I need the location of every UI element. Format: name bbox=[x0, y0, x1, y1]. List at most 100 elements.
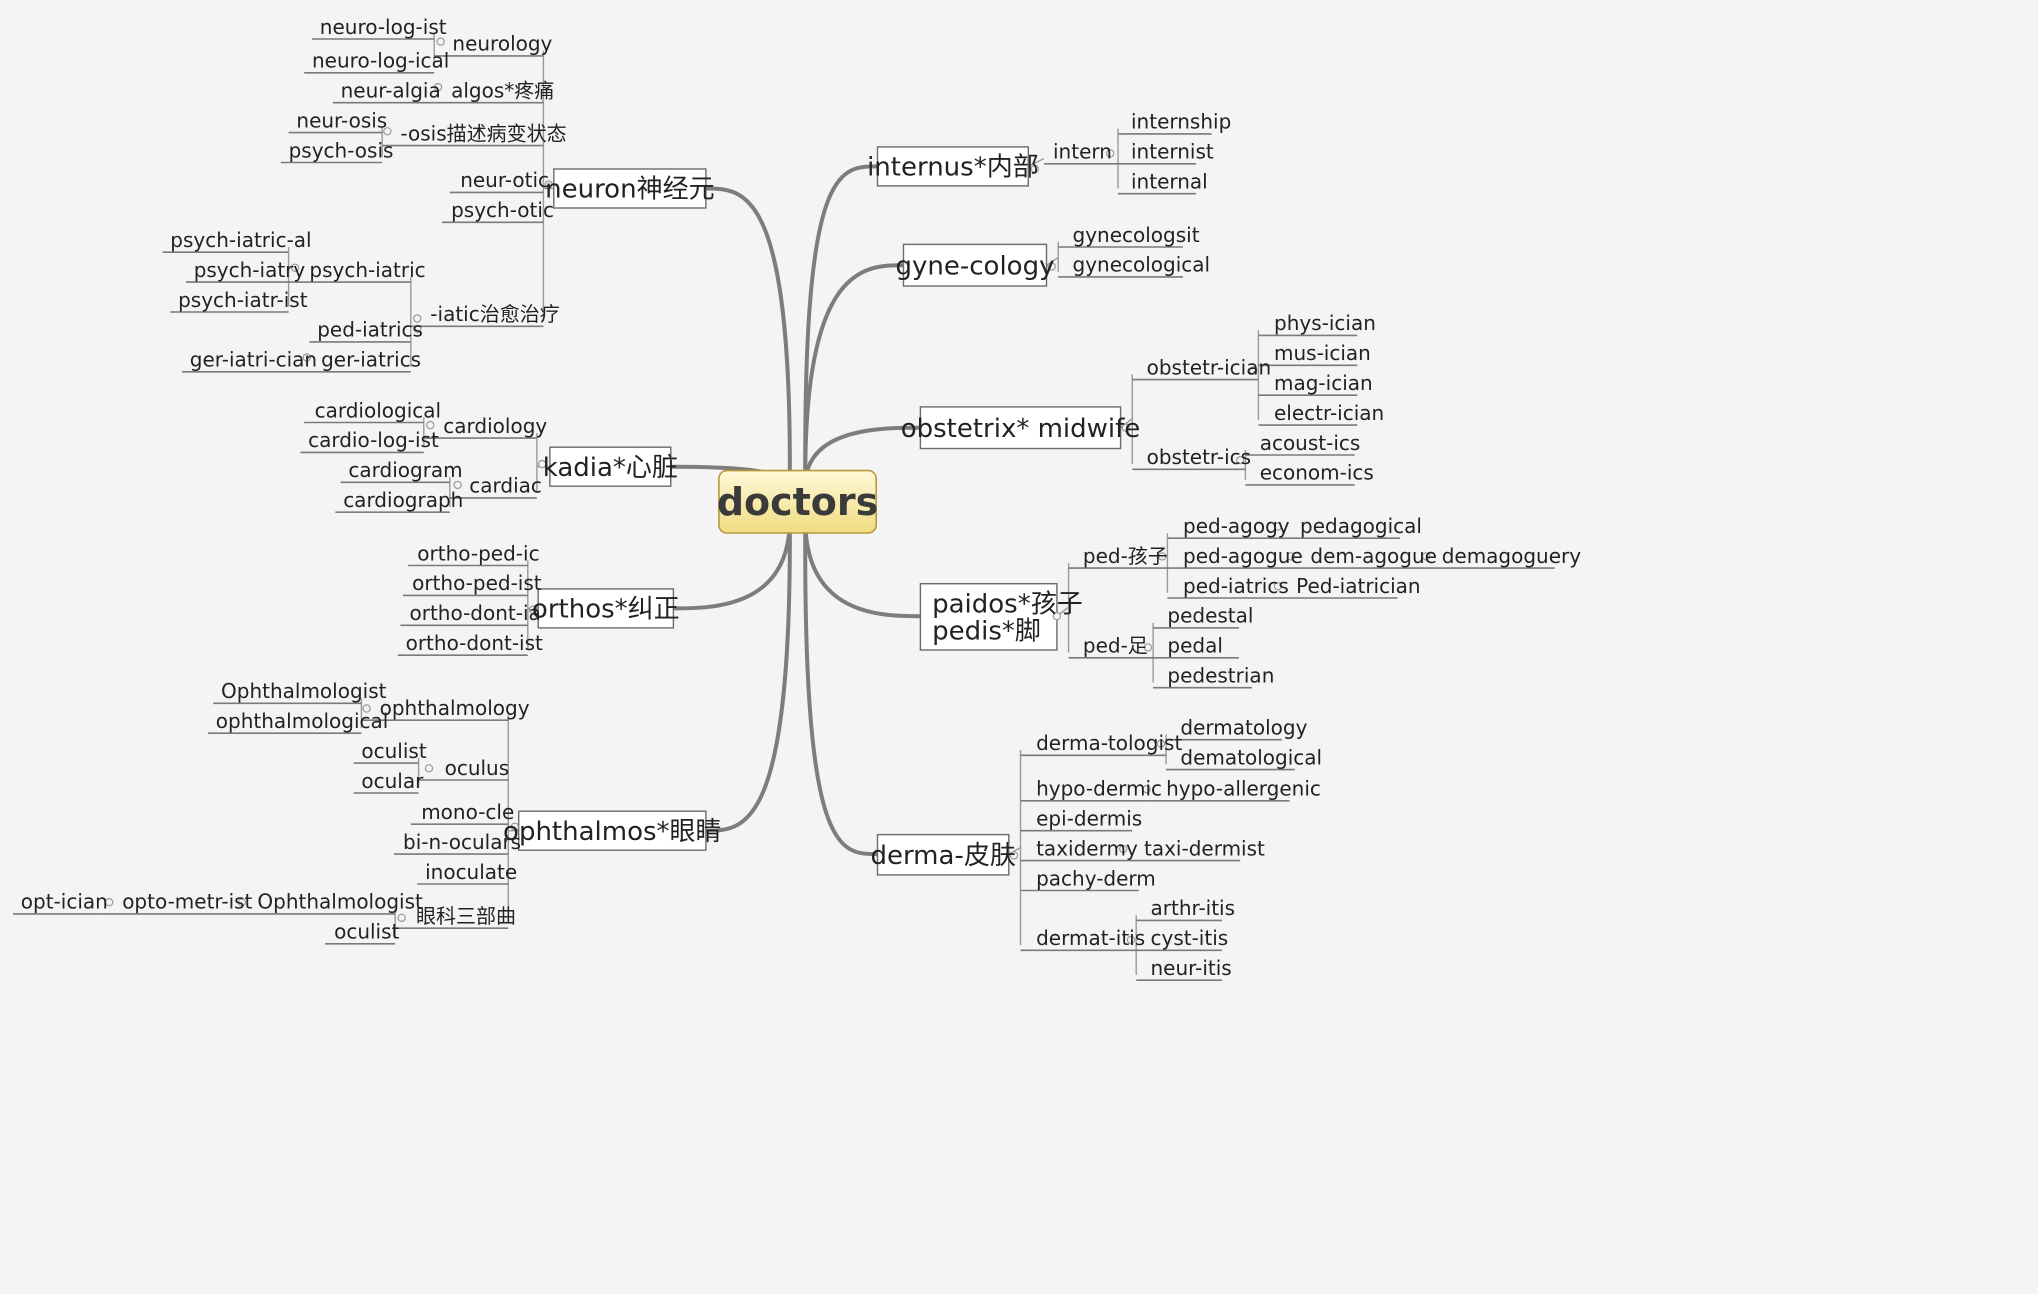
node-neurology[interactable]: neurology bbox=[452, 32, 552, 56]
node-epi-dermis[interactable]: epi-dermis bbox=[1036, 807, 1142, 831]
node-cardiogram[interactable]: cardiogram bbox=[348, 458, 462, 482]
node-electr-ician[interactable]: electr-ician bbox=[1274, 401, 1384, 425]
collapse-toggle-icon[interactable] bbox=[544, 180, 553, 189]
collapse-toggle-icon[interactable] bbox=[1143, 643, 1153, 652]
collapse-toggle-icon[interactable] bbox=[453, 480, 462, 490]
node-pedal[interactable]: pedal bbox=[1167, 634, 1223, 658]
node-psych-osis[interactable]: psych-osis bbox=[289, 138, 394, 162]
node-oculist-a[interactable]: oculist bbox=[361, 739, 426, 763]
node-derma-tologist[interactable]: derma-tologist bbox=[1036, 731, 1182, 755]
collapse-toggle-icon[interactable] bbox=[1142, 784, 1151, 794]
node-neuro-log-ical[interactable]: neuro-log-ical bbox=[312, 49, 449, 73]
collapse-toggle-icon[interactable] bbox=[290, 263, 300, 272]
node-ophthalmological[interactable]: ophthalmological bbox=[216, 709, 389, 733]
node-econom-ics[interactable]: econom-ics bbox=[1260, 461, 1374, 485]
topic-box-ophthalmos[interactable] bbox=[518, 810, 707, 851]
node-psych-iatr-ist[interactable]: psych-iatr-ist bbox=[178, 288, 308, 312]
node-cyst-itis[interactable]: cyst-itis bbox=[1151, 926, 1229, 950]
node-opto-metr-ist[interactable]: opto-metr-ist bbox=[122, 890, 252, 914]
node-ortho-ped-ic[interactable]: ortho-ped-ic bbox=[417, 541, 539, 565]
node-taxi-dermist[interactable]: taxi-dermist bbox=[1144, 836, 1265, 860]
node-bi-n-oculars[interactable]: bi-n-oculars bbox=[403, 830, 521, 854]
node-ortho-dont-ia[interactable]: ortho-dont-ia bbox=[410, 601, 541, 625]
node-psych-iatric-al[interactable]: psych-iatric-al bbox=[170, 228, 311, 252]
collapse-toggle-icon[interactable] bbox=[436, 37, 445, 46]
collapse-toggle-icon[interactable] bbox=[1421, 552, 1431, 561]
collapse-toggle-icon[interactable] bbox=[1273, 582, 1283, 591]
node-oculist-b[interactable]: oculist bbox=[334, 920, 399, 944]
topic-box-obstetrix[interactable] bbox=[919, 406, 1122, 450]
collapse-toggle-icon[interactable] bbox=[302, 353, 311, 362]
node-ped-child[interactable]: ped-孩子 bbox=[1083, 544, 1168, 568]
node-iatic[interactable]: -iatic治愈治疗 bbox=[430, 302, 559, 326]
node-cardiac[interactable]: cardiac bbox=[469, 474, 542, 498]
node-internal[interactable]: internal bbox=[1131, 170, 1208, 194]
node-dem-agogue[interactable]: dem-agogue bbox=[1310, 544, 1437, 568]
topic-box-orthos[interactable] bbox=[537, 588, 675, 629]
node-pachy-derm[interactable]: pachy-derm bbox=[1036, 866, 1156, 890]
node-cardiology[interactable]: cardiology bbox=[443, 414, 547, 438]
node-hypo-dermic[interactable]: hypo-dermic bbox=[1036, 777, 1162, 801]
node-neur-algia[interactable]: neur-algia bbox=[341, 79, 441, 103]
node-arthr-itis[interactable]: arthr-itis bbox=[1151, 896, 1236, 920]
node-neuro-log-ist[interactable]: neuro-log-ist bbox=[320, 15, 447, 39]
node-neur-itis[interactable]: neur-itis bbox=[1151, 956, 1232, 980]
node-ped-agogue[interactable]: ped-agogue bbox=[1183, 544, 1303, 568]
node-yanke[interactable]: 眼科三部曲 bbox=[416, 904, 516, 928]
node-demagoguery[interactable]: demagoguery bbox=[1442, 544, 1582, 568]
collapse-toggle-icon[interactable] bbox=[1105, 149, 1115, 158]
collapse-toggle-icon[interactable] bbox=[1126, 935, 1136, 945]
node-acoust-ics[interactable]: acoust-ics bbox=[1260, 431, 1361, 455]
root-box[interactable] bbox=[718, 469, 878, 534]
collapse-toggle-icon[interactable] bbox=[1248, 366, 1258, 375]
collapse-toggle-icon[interactable] bbox=[1009, 851, 1019, 860]
collapse-toggle-icon[interactable] bbox=[362, 704, 371, 713]
node-ocular[interactable]: ocular bbox=[361, 769, 424, 793]
topic-box-neuron[interactable] bbox=[553, 168, 707, 209]
node-mag-ician[interactable]: mag-ician bbox=[1274, 371, 1373, 395]
collapse-toggle-icon[interactable] bbox=[1118, 844, 1128, 854]
topic-box-gyne-cology[interactable] bbox=[902, 243, 1048, 287]
node-internist[interactable]: internist bbox=[1131, 140, 1214, 164]
node-cardiological[interactable]: cardiological bbox=[315, 398, 441, 422]
node-opt-ician[interactable]: opt-ician bbox=[21, 890, 108, 914]
collapse-toggle-icon[interactable] bbox=[413, 314, 422, 323]
node-ophthalmology[interactable]: ophthalmology bbox=[380, 696, 530, 720]
node-internship[interactable]: internship bbox=[1131, 110, 1231, 134]
collapse-toggle-icon[interactable] bbox=[383, 127, 392, 136]
collapse-toggle-icon[interactable] bbox=[1052, 612, 1062, 621]
node-ophthalmologist-a[interactable]: Ophthalmologist bbox=[221, 679, 387, 703]
node-pedestal[interactable]: pedestal bbox=[1167, 604, 1253, 628]
collapse-toggle-icon[interactable] bbox=[1273, 522, 1283, 531]
node-hypo-allergenic[interactable]: hypo-allergenic bbox=[1166, 777, 1321, 801]
collapse-toggle-icon[interactable] bbox=[433, 82, 443, 92]
node-ped-iatrics-l[interactable]: ped-iatrics bbox=[317, 318, 423, 342]
collapse-toggle-icon[interactable] bbox=[397, 913, 406, 923]
node-ped-foot[interactable]: ped-足 bbox=[1083, 634, 1148, 658]
topic-box-paidos[interactable] bbox=[919, 583, 1058, 651]
collapse-toggle-icon[interactable] bbox=[1047, 262, 1056, 271]
node-psych-iatry[interactable]: psych-iatry bbox=[194, 258, 306, 282]
collapse-toggle-icon[interactable] bbox=[413, 324, 422, 334]
collapse-toggle-icon[interactable] bbox=[237, 898, 246, 907]
node-algos[interactable]: algos*疼痛 bbox=[451, 79, 554, 103]
node-ortho-dont-ist[interactable]: ortho-dont-ist bbox=[406, 631, 543, 655]
collapse-toggle-icon[interactable] bbox=[537, 459, 547, 469]
node-gynecologsit[interactable]: gynecologsit bbox=[1073, 223, 1200, 247]
collapse-toggle-icon[interactable] bbox=[424, 764, 434, 773]
node-ortho-ped-ist[interactable]: ortho-ped-ist bbox=[412, 571, 542, 595]
node-mus-ician[interactable]: mus-ician bbox=[1274, 341, 1371, 365]
topic-box-kadia[interactable] bbox=[549, 446, 672, 487]
node-dematological[interactable]: dematological bbox=[1180, 745, 1322, 769]
node-ped-iatrician[interactable]: Ped-iatrician bbox=[1296, 574, 1420, 598]
collapse-toggle-icon[interactable] bbox=[426, 420, 435, 430]
collapse-toggle-icon[interactable] bbox=[1156, 739, 1166, 748]
collapse-toggle-icon[interactable] bbox=[104, 898, 114, 907]
node-intern[interactable]: intern bbox=[1053, 140, 1112, 164]
node-neur-osis[interactable]: neur-osis bbox=[296, 108, 387, 132]
node-inoculate[interactable]: inoculate bbox=[425, 860, 517, 884]
node-pedestrian[interactable]: pedestrian bbox=[1167, 664, 1274, 688]
node-ped-agogy[interactable]: ped-agogy bbox=[1183, 514, 1290, 538]
collapse-toggle-icon[interactable] bbox=[1235, 456, 1245, 465]
collapse-toggle-icon[interactable] bbox=[1030, 164, 1040, 174]
